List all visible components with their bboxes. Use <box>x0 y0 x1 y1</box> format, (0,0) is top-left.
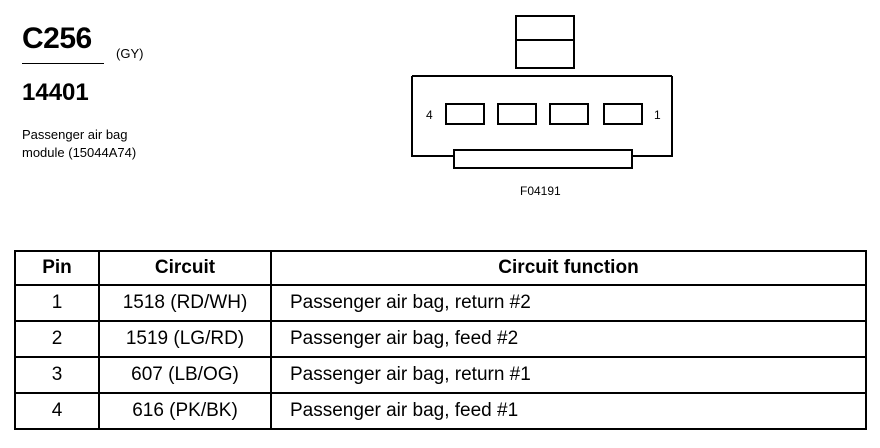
header-pin: Pin <box>14 250 100 286</box>
description-line-2: module (15044A74) <box>22 145 137 160</box>
circuit-cell: 607 (LB/OG) <box>98 356 272 394</box>
figure-id: F04191 <box>520 184 561 198</box>
pin-cell: 2 <box>14 320 100 358</box>
connector-color: (GY) <box>116 46 144 61</box>
circuit-cell: 616 (PK/BK) <box>98 392 272 430</box>
table-row: 2 1519 (LG/RD) Passenger air bag, feed #… <box>14 320 867 358</box>
table-header-row: Pin Circuit Circuit function <box>14 250 867 286</box>
pin-cavity-1 <box>603 103 643 125</box>
description-line-1: Passenger air bag <box>22 127 128 142</box>
header-circuit: Circuit <box>98 250 272 286</box>
connector-id: C256 <box>22 22 92 55</box>
function-cell: Passenger air bag, feed #1 <box>270 392 867 430</box>
pin-cell: 1 <box>14 284 100 322</box>
connector-face-diagram: 4 1 <box>411 15 673 169</box>
function-cell: Passenger air bag, return #1 <box>270 356 867 394</box>
pin-cavity-2 <box>549 103 589 125</box>
pin-cavity-3 <box>497 103 537 125</box>
function-cell: Passenger air bag, return #2 <box>270 284 867 322</box>
pin-label-left: 4 <box>426 108 433 122</box>
table-row: 1 1518 (RD/WH) Passenger air bag, return… <box>14 284 867 322</box>
keyway-rail <box>453 149 633 169</box>
header-circuit-function: Circuit function <box>270 250 867 286</box>
pin-cell: 3 <box>14 356 100 394</box>
part-number: 14401 <box>22 79 89 106</box>
connector-latch <box>515 15 575 69</box>
function-cell: Passenger air bag, feed #2 <box>270 320 867 358</box>
circuit-cell: 1518 (RD/WH) <box>98 284 272 322</box>
table-row: 4 616 (PK/BK) Passenger air bag, feed #1 <box>14 392 867 430</box>
connector-description: Passenger air bag module (15044A74) <box>22 126 222 162</box>
table-row: 3 607 (LB/OG) Passenger air bag, return … <box>14 356 867 394</box>
pin-cell: 4 <box>14 392 100 430</box>
circuit-cell: 1519 (LG/RD) <box>98 320 272 358</box>
pin-label-right: 1 <box>654 108 661 122</box>
connector-id-underline <box>22 63 104 64</box>
pinout-table: Pin Circuit Circuit function 1 1518 (RD/… <box>14 250 867 430</box>
pin-cavity-4 <box>445 103 485 125</box>
